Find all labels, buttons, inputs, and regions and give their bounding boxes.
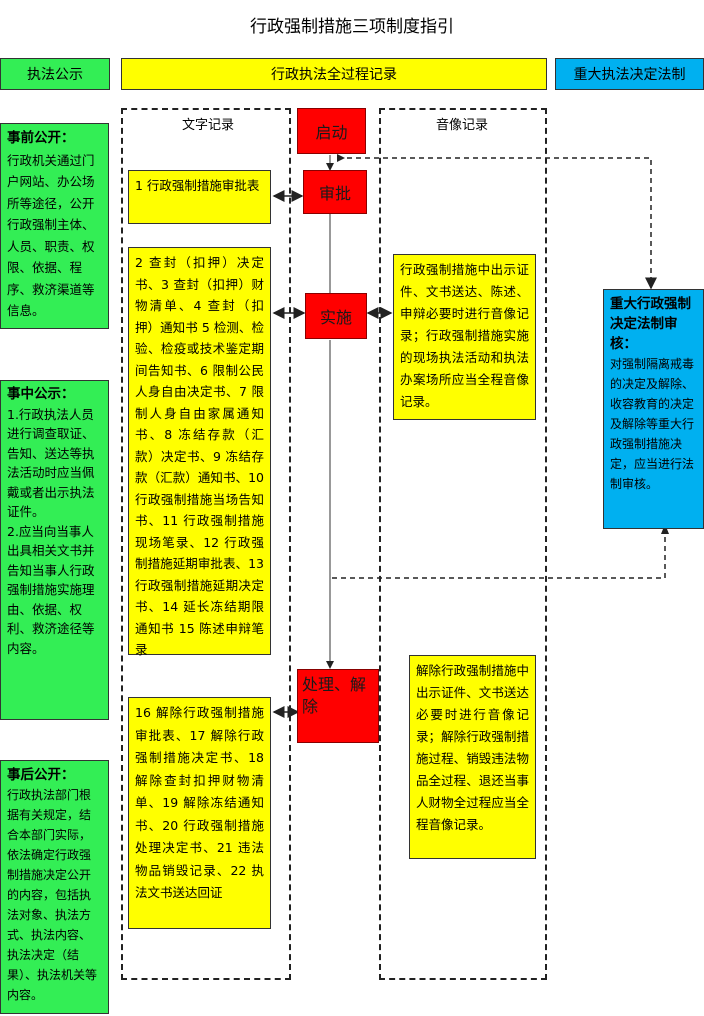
av-record-frame [379,108,547,980]
public-during-heading: 事中公示： [7,386,75,402]
legal-review-body: 对强制隔离戒毒的决定及解除、收容教育的决定及解除等重大行政强制措施决定，应当进行… [610,357,695,491]
public-before-heading: 事前公开： [7,130,75,146]
public-before-box: 事前公开： 行政机关通过门户网站、办公场所等途径，公开行政强制主体、人员、职责、… [0,123,109,329]
text-box-approve: 1 行政强制措施审批表 [128,170,271,224]
header-full-process-record: 行政执法全过程记录 [121,58,547,90]
legal-review-box: 重大行政强制决定法制审核： 对强制隔离戒毒的决定及解除、收容教育的决定及解除等重… [603,289,704,529]
public-during-body1: 1.行政执法人员进行调查取证、告知、送达等执法活动时应当佩戴或者出示执法证件。 [7,406,95,520]
page-title: 行政强制措施三项制度指引 [250,17,454,37]
public-after-heading: 事后公开： [7,767,75,783]
public-after-body: 行政执法部门根据有关规定，结合本部门实际，依法确定行政强制措施决定公开的内容，包… [7,788,98,1002]
public-before-body: 行政机关通过门户网站、办公场所等途径，公开行政强制主体、人员、职责、权限、依据、… [7,152,95,319]
text-box-implement: 2 查封（扣押）决定书、3 查封（扣押）财物清单、4 查封（扣押）通知书 5 检… [128,247,271,657]
step-approve: 审批 [303,170,367,214]
public-during-box: 事中公示： 1.行政执法人员进行调查取证、告知、送达等执法活动时应当佩戴或者出示… [0,380,109,720]
text-record-label: 文字记录 [181,118,234,133]
header-public-notice: 执法公示 [0,58,110,90]
step-start: 启动 [297,108,366,154]
av-record-label: 音像记录 [435,118,488,133]
public-after-box: 事后公开： 行政执法部门根据有关规定，结合本部门实际，依法确定行政强制措施决定公… [0,760,109,1014]
av-box-resolve: 解除行政强制措施中出示证件、文书送达必要时进行音像记录；解除行政强制措施过程、销… [409,655,536,859]
step-resolve: 处理、解除 [297,669,379,743]
step-implement: 实施 [305,293,367,339]
public-during-body2: 2.应当向当事人出具相关文书并告知当事人行政强制措施实施理由、依据、权利、救济途… [7,523,95,656]
header-legal-review: 重大执法决定法制 [555,58,704,90]
legal-review-heading: 重大行政强制决定法制审核： [610,296,691,352]
text-record-frame [121,108,291,980]
text-box-resolve: 16 解除行政强制措施审批表、17 解除行政强制措施决定书、18 解除查封扣押财… [128,697,271,929]
av-box-implement: 行政强制措施中出示证件、文书送达、陈述、申辩必要时进行音像记录；行政强制措施实施… [393,254,536,420]
